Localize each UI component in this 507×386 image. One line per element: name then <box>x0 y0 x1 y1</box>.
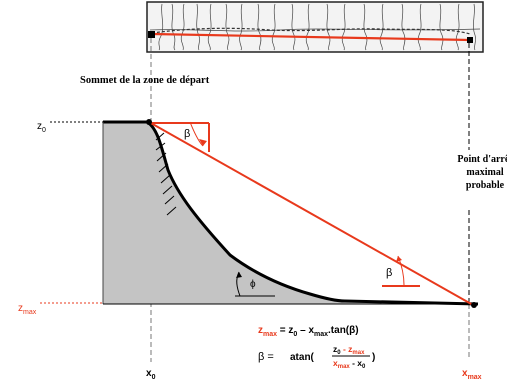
stop-point <box>471 302 477 308</box>
formula-beta-lhs: β = <box>258 351 274 363</box>
stop-point-label-line2: maximal <box>466 167 503 178</box>
beta-arrow-bottom <box>396 256 402 262</box>
terrain-fill <box>103 122 478 304</box>
terrain-profile <box>103 120 479 306</box>
map-profile-line <box>151 32 471 42</box>
map-path-dashed <box>151 27 471 35</box>
map-start-marker <box>148 31 155 38</box>
reach-line <box>148 121 474 306</box>
formula-beta-close: ) <box>372 352 375 363</box>
formula-zmax: zmax = z0 – xmax.tan(β) <box>258 325 359 338</box>
map-end-marker <box>467 37 473 43</box>
map-frame <box>146 1 484 53</box>
beta-arrow-top <box>199 139 207 146</box>
xmax-label: xmax <box>462 368 482 381</box>
phi-arrow <box>236 272 242 278</box>
x0-label: x0 <box>146 368 156 381</box>
phi-label: ϕ <box>250 279 256 290</box>
formula-beta: β = atan( z0 - zmax xmax - x0 ) <box>258 344 375 370</box>
zmax-label: zmax <box>18 303 37 316</box>
formula-beta-func: atan( <box>290 352 315 363</box>
formula-beta-numerator: z0 - zmax <box>333 344 365 356</box>
formula-beta-denominator: xmax - x0 <box>333 358 366 370</box>
stop-point-label-line1: Point d'arrêt <box>457 154 507 165</box>
slope-hatching <box>155 132 177 216</box>
z0-label: z0 <box>37 121 46 134</box>
start-zone-label: Sommet de la zone de départ <box>80 75 210 86</box>
stop-point-label-line3: probable <box>466 180 505 191</box>
map-inset <box>146 1 484 53</box>
start-point <box>146 119 152 125</box>
beta-label-bottom: β <box>386 267 392 279</box>
beta-label-top: β <box>184 128 190 140</box>
beta-arc-top <box>189 121 204 147</box>
